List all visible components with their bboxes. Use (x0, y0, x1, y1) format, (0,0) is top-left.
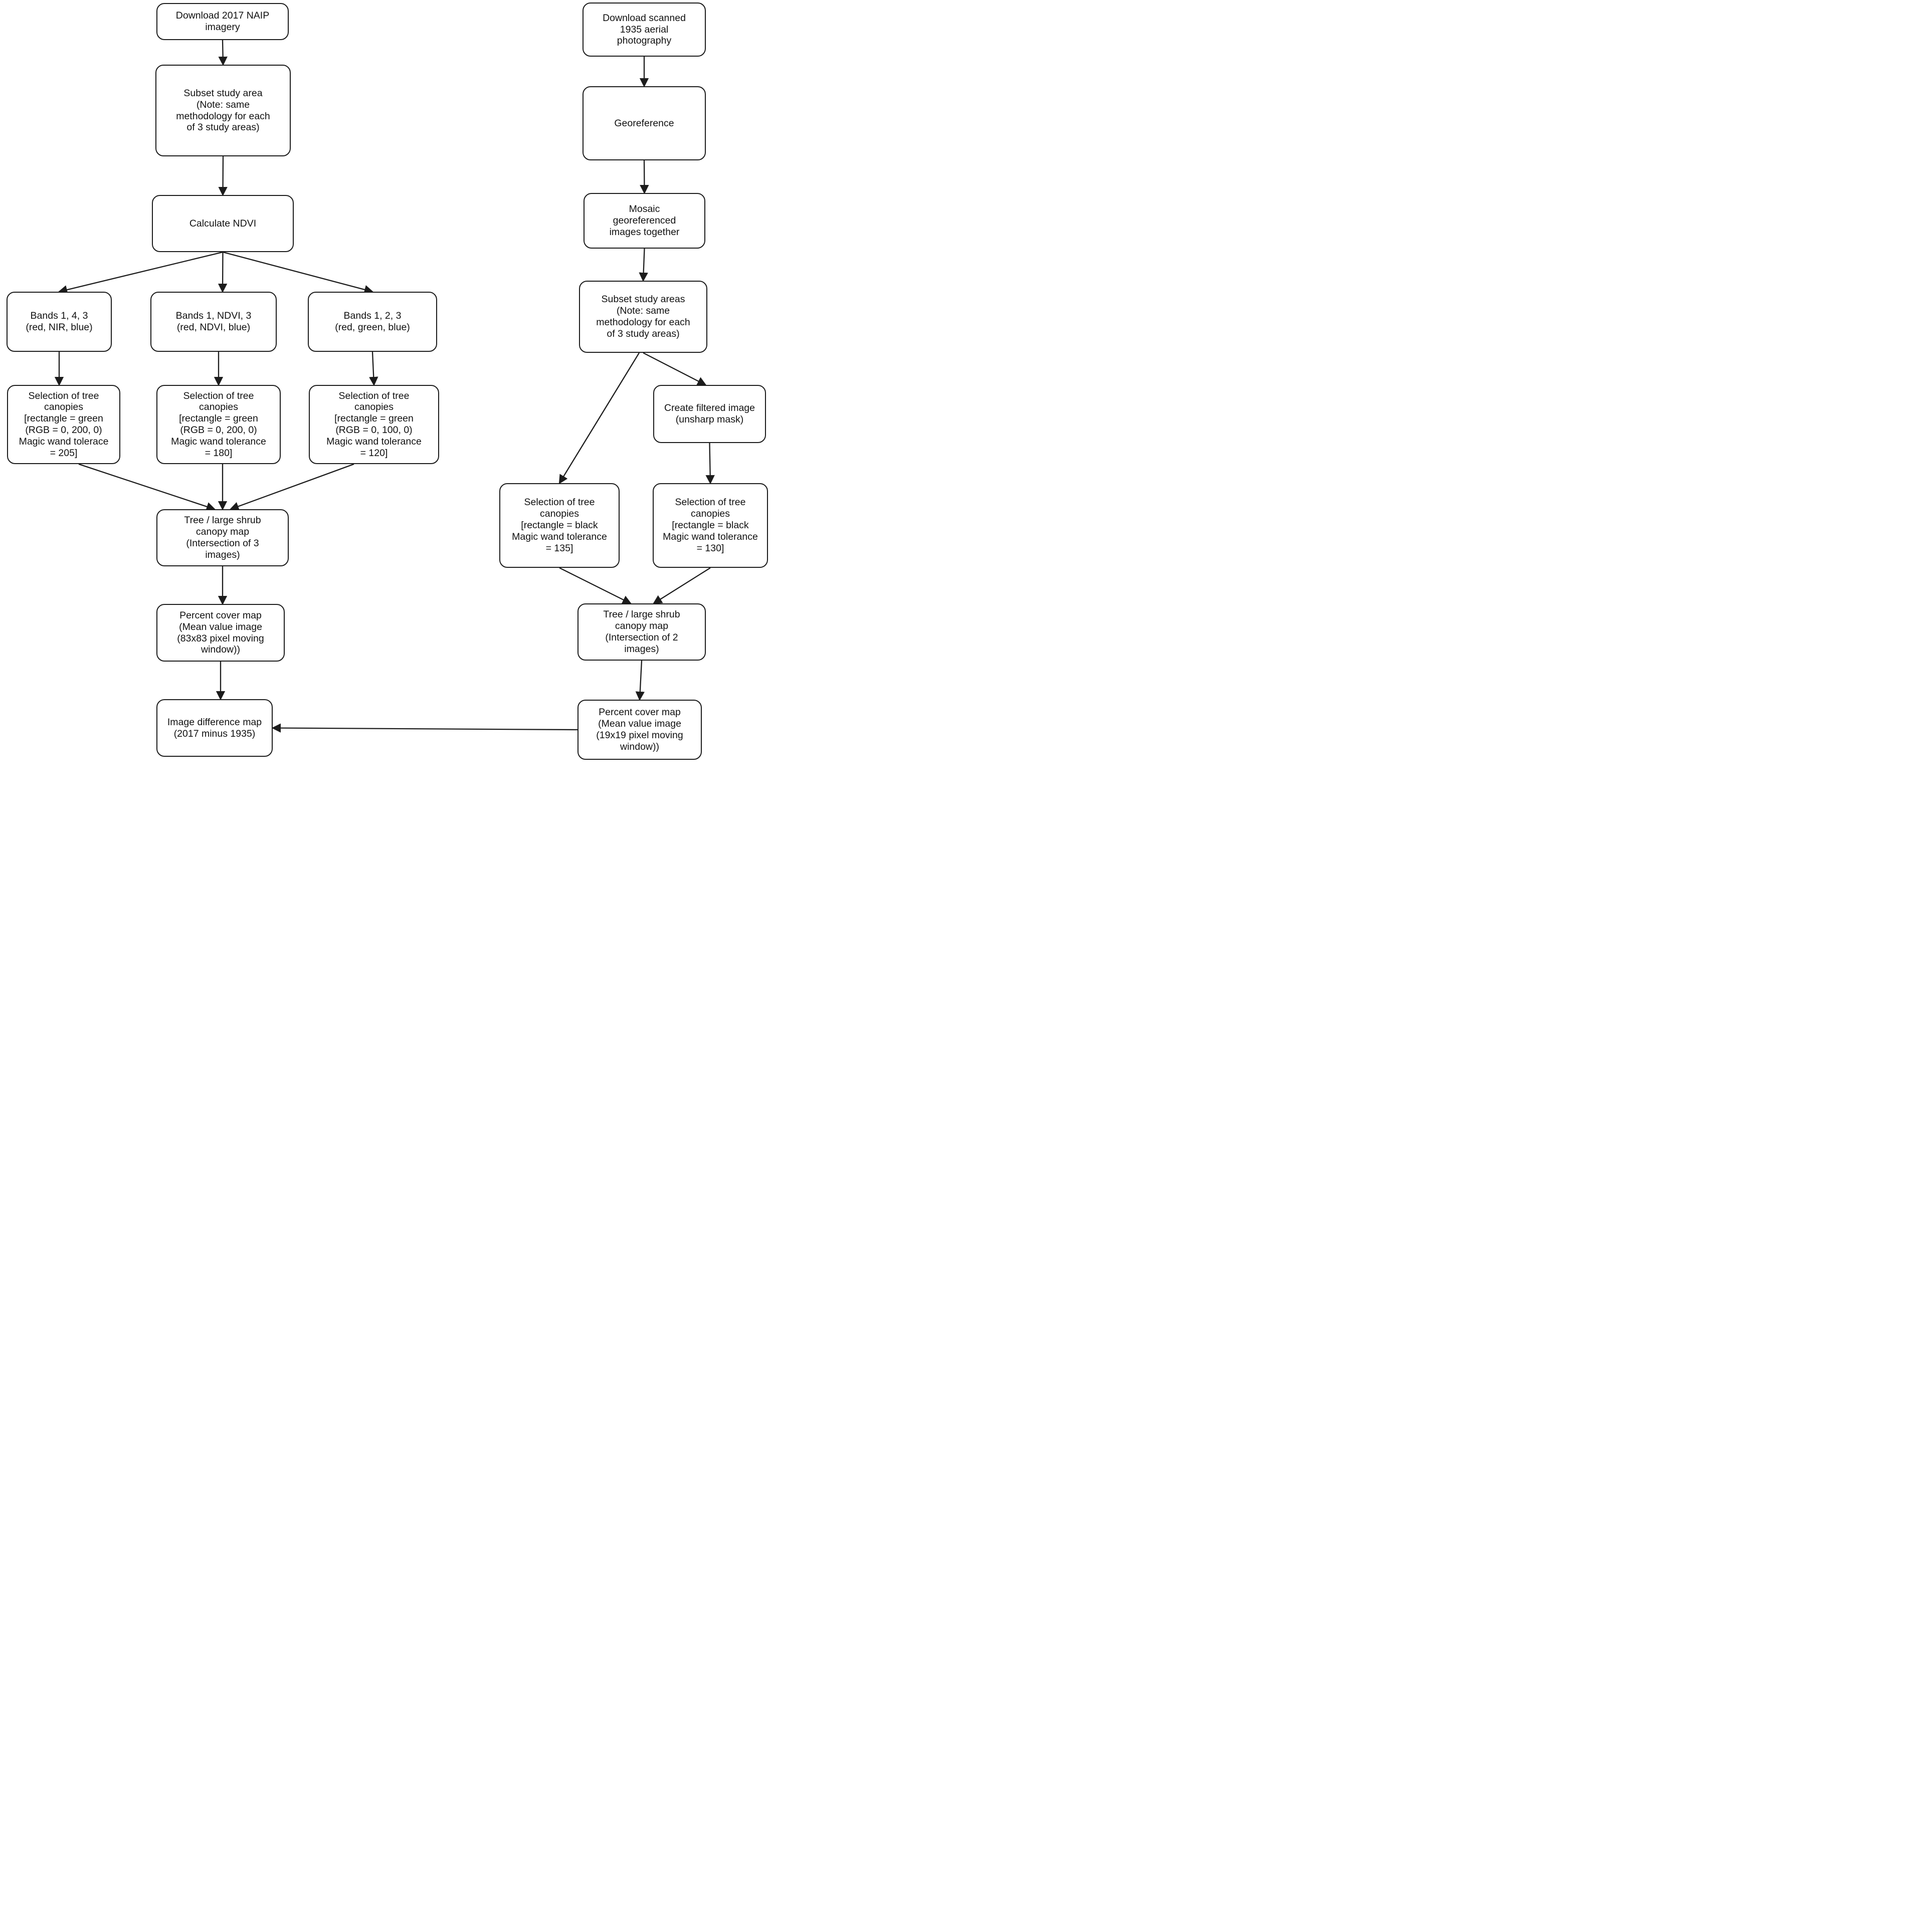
node-bands-1-ndvi-3: Bands 1, NDVI, 3 (red, NDVI, blue) (150, 292, 277, 352)
node-selection-green-180: Selection of tree canopies [rectangle = … (156, 385, 281, 464)
flow-arrow-calculate_ndvi-to-bands_1_2_3 (223, 251, 374, 294)
flow-arrow-subset_study_area-to-calculate_ndvi (218, 156, 228, 196)
flow-arrow-calculate_ndvi-to-bands_1_4_3 (58, 251, 223, 295)
flowchart-canvas: Download 2017 NAIP imagery Subset study … (0, 0, 773, 762)
node-subset-study-areas: Subset study areas (Note: same methodolo… (579, 281, 707, 353)
node-selection-green-120: Selection of tree canopies [rectangle = … (309, 385, 439, 464)
flow-arrow-sel_green_120-to-tree_canopy_map_3 (229, 463, 354, 511)
flow-arrow-georeference-to-mosaic (640, 160, 649, 194)
node-georeference: Georeference (583, 86, 706, 160)
node-selection-black-130: Selection of tree canopies [rectangle = … (653, 483, 768, 568)
node-mosaic-georeferenced: Mosaic georeferenced images together (584, 193, 705, 249)
flow-arrow-sel_black_130-to-tree_canopy_map_2 (653, 567, 711, 604)
flow-arrow-create_filtered-to-sel_black_130 (705, 443, 715, 485)
node-tree-canopy-map-intersection-3: Tree / large shrub canopy map (Intersect… (156, 509, 289, 566)
node-selection-black-135: Selection of tree canopies [rectangle = … (499, 483, 620, 568)
node-percent-cover-map-19: Percent cover map (Mean value image (19x… (577, 700, 702, 760)
node-download-2017-naip: Download 2017 NAIP imagery (156, 3, 289, 40)
flow-arrow-subset_study_areas-to-sel_black_135 (558, 352, 640, 484)
node-subset-study-area: Subset study area (Note: same methodolog… (155, 65, 291, 156)
node-bands-1-4-3: Bands 1, 4, 3 (red, NIR, blue) (7, 292, 112, 352)
flow-arrow-percent_cover_19-to-image_difference (271, 723, 578, 733)
node-create-filtered-image: Create filtered image (unsharp mask) (653, 385, 766, 443)
flow-arrow-subset_study_areas-to-create_filtered (643, 352, 707, 386)
node-download-scanned-1935: Download scanned 1935 aerial photography (583, 3, 706, 57)
flow-arrow-mosaic-to-subset_study_areas (639, 248, 648, 282)
flow-arrow-sel_black_135-to-tree_canopy_map_2 (559, 567, 632, 604)
node-selection-green-205: Selection of tree canopies [rectangle = … (7, 385, 120, 464)
node-percent-cover-map-83: Percent cover map (Mean value image (83x… (156, 604, 285, 662)
node-bands-1-2-3: Bands 1, 2, 3 (red, green, blue) (308, 292, 437, 352)
flow-arrow-tree_canopy_map_2-to-percent_cover_19 (635, 660, 645, 701)
flow-arrow-bands_1_2_3-to-sel_green_120 (369, 351, 378, 386)
node-image-difference-map: Image difference map (2017 minus 1935) (156, 699, 273, 757)
node-calculate-ndvi: Calculate NDVI (152, 195, 294, 252)
flow-arrow-sel_green_205-to-tree_canopy_map_3 (78, 463, 216, 511)
node-tree-canopy-map-intersection-2: Tree / large shrub canopy map (Intersect… (577, 603, 706, 661)
